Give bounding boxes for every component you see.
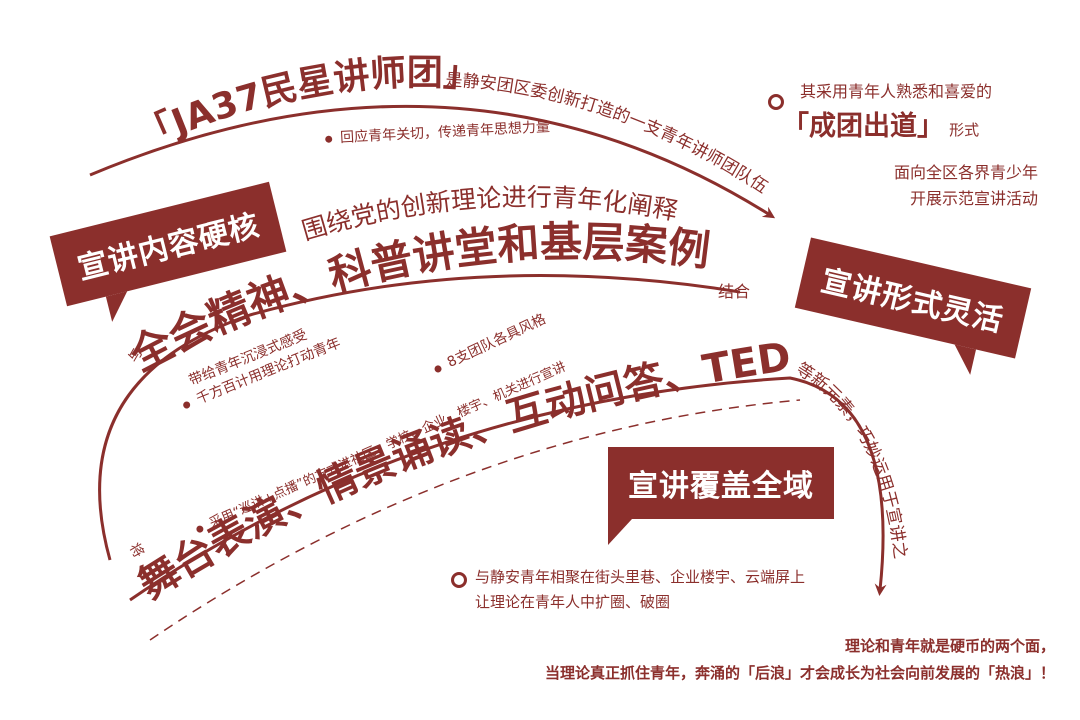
dashed-guide-line	[149, 399, 801, 641]
right-top-lines: 面向全区各界青少年 开展示范宣讲活动	[894, 160, 1038, 212]
bullet-dot	[181, 399, 192, 410]
conclusion-line1: 理论和青年就是硬币的两个面，	[844, 637, 1055, 655]
bottom-bullet-line1: 与静安青年相聚在街头里巷、企业楼宇、云端屏上	[475, 568, 806, 586]
team-description: 是静安团区委创新打造的一支青年讲师团队伍。	[0, 0, 771, 198]
right-top-line2: 面向全区各界青少年	[893, 163, 1038, 182]
bullet-dot	[195, 524, 205, 534]
content-suffix: 结合	[718, 282, 751, 301]
bottom-arc-line	[129, 376, 887, 602]
bottom-bullet: 与静安青年相聚在街头里巷、企业楼宇、云端屏上 让理论在青年人中扩圈、破圈	[475, 565, 805, 615]
bottom-bullet-line2: 让理论在青年人中扩圈、破圈	[475, 593, 671, 611]
top-arc-line	[89, 104, 776, 219]
right-top-line3: 开展示范宣讲活动	[909, 189, 1038, 208]
svg-text:是静安团区委创新打造的一支青年讲师团队伍。: 是静安团区委创新打造的一支青年讲师团队伍。	[0, 0, 771, 198]
callout-coverage: 宣讲覆盖全域	[608, 447, 834, 545]
right-top-line1: 其采用青年人熟悉和喜爱的	[800, 82, 993, 101]
bullet-dot	[433, 363, 443, 374]
middle-arc-line	[98, 274, 741, 561]
callout-tail	[608, 519, 632, 545]
bullet-dot	[325, 135, 333, 143]
right-top-highlight: 「成团出道」 形式	[782, 104, 979, 143]
highlight-suffix: 形式	[949, 121, 980, 139]
highlight-text: 「成团出道」	[782, 111, 944, 142]
ring-bullet-icon	[768, 94, 784, 110]
conclusion: 理论和青年就是硬币的两个面， 当理论真正抓住青年，奔涌的「后浪」才会成长为社会向…	[545, 633, 1055, 687]
ring-bullet-icon	[451, 572, 467, 588]
callout-coverage-label: 宣讲覆盖全域	[628, 469, 814, 504]
conclusion-line2: 当理论真正抓住青年，奔涌的「后浪」才会成长为社会向前发展的「热浪」！	[544, 664, 1055, 682]
